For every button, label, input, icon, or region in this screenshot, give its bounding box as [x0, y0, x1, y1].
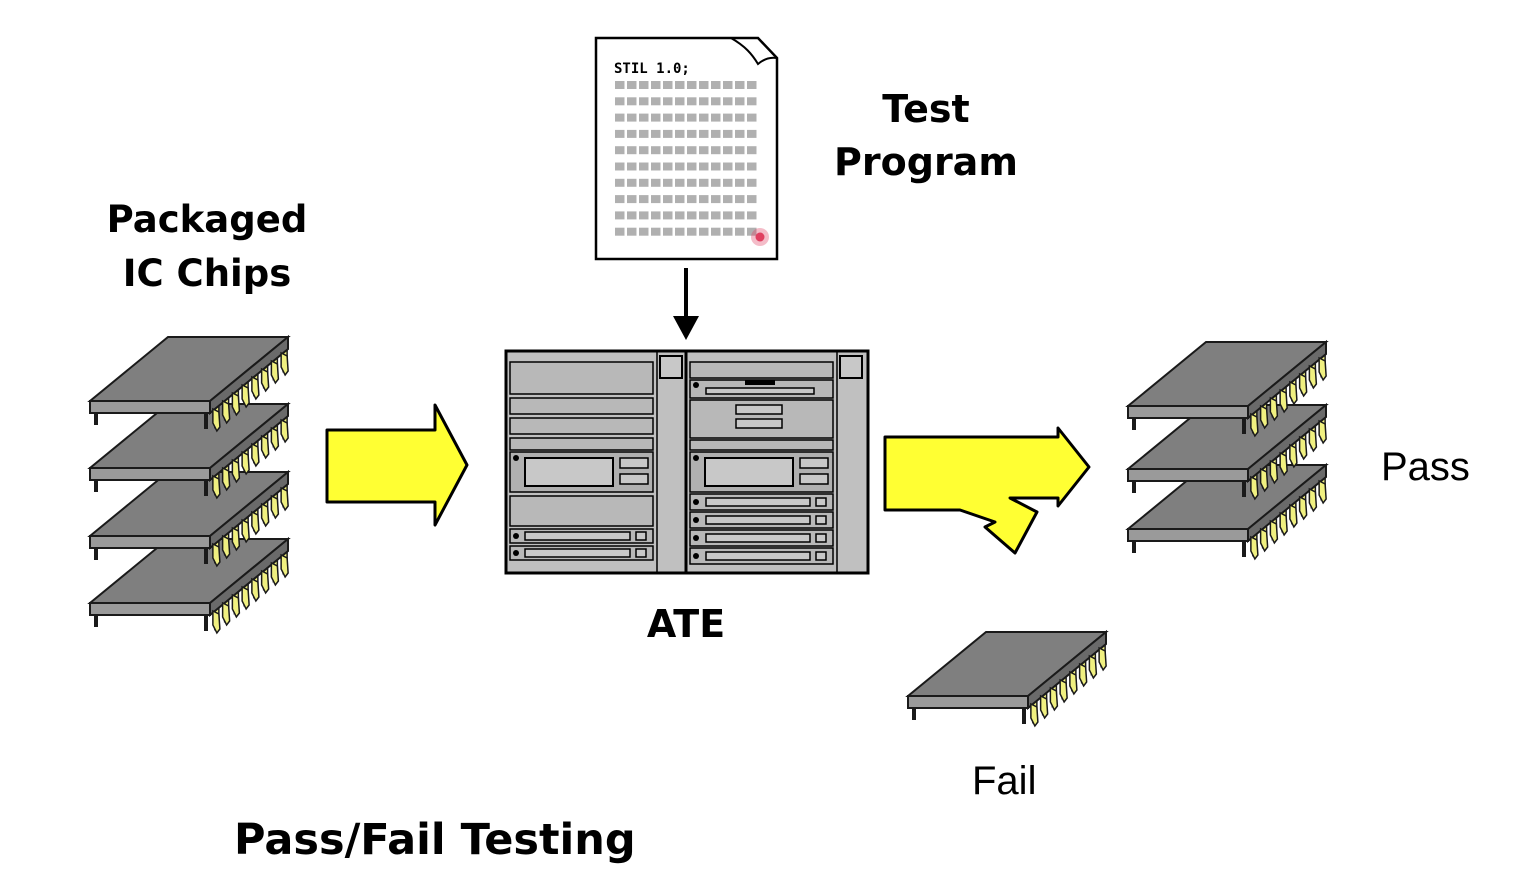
program-first-line: STIL 1.0;: [614, 61, 690, 77]
input-chip-stack: [87, 334, 291, 635]
diagram-title: Pass/Fail Testing: [234, 815, 636, 865]
input-chip-1: [87, 334, 291, 433]
input-chip-4: [87, 536, 291, 635]
input-chip-2: [87, 401, 291, 500]
output-split-arrow: [883, 426, 1091, 555]
program-label-line-1: Test: [882, 87, 969, 131]
test-program-document: STIL 1.0;: [594, 36, 779, 261]
pass-chip-1: [1125, 339, 1329, 438]
pass-chip-stack: [1125, 339, 1329, 561]
ate-tester: [504, 349, 870, 575]
ate-label: ATE: [647, 602, 725, 646]
pass-chip-2: [1125, 402, 1329, 501]
program-label-line-2: Program: [834, 140, 1018, 184]
program-to-ate-arrow: [673, 268, 699, 340]
program-code-lines: [615, 81, 757, 236]
input-label-line-1: Packaged: [107, 198, 308, 241]
input-chip-3: [87, 469, 291, 568]
fail-chip-1: [905, 629, 1109, 728]
fail-label: Fail: [972, 759, 1036, 803]
fail-chip-stack: [905, 629, 1109, 728]
input-label-line-2: IC Chips: [123, 252, 292, 295]
input-arrow: [325, 403, 469, 527]
pass-label: Pass: [1381, 445, 1470, 489]
